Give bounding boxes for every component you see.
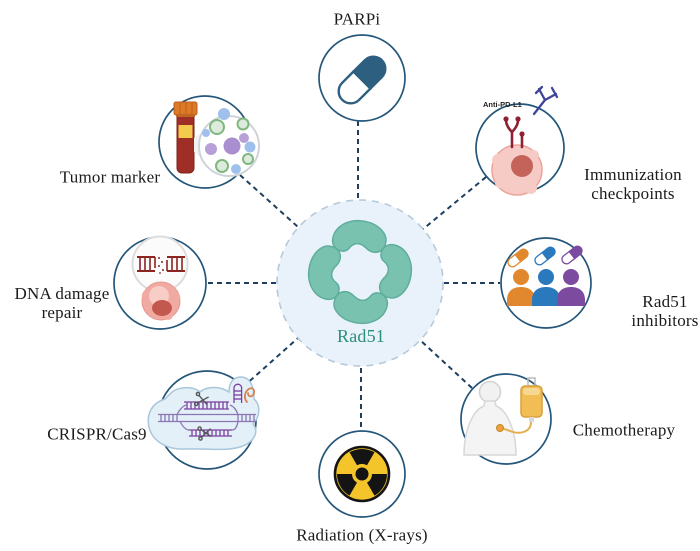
node-immunization: Anti-PD-L1 — [475, 85, 565, 196]
connector-tumor-marker — [239, 174, 299, 228]
label-rad51-inhibitors: Rad51 inhibitors — [631, 291, 699, 330]
iv-infusion-icon — [463, 377, 543, 456]
label-parpi: PARPi — [333, 9, 381, 29]
label-crispr: CRISPR/Cas9 — [47, 424, 147, 444]
patients-pills-icon — [507, 245, 585, 306]
radiation-hazard-icon — [333, 445, 391, 503]
blood-tube-cells-icon — [173, 101, 260, 177]
node-rad51-inhibitors — [500, 237, 592, 329]
node-tumor-marker — [158, 95, 260, 189]
center-circle — [276, 199, 444, 367]
label-rad51-center: Rad51 — [337, 325, 385, 346]
crispr-cas9-icon — [147, 376, 260, 451]
capsule-icon — [337, 55, 387, 105]
node-radiation — [318, 430, 406, 518]
label-dna-repair: DNA damage repair — [14, 283, 110, 322]
dna-break-icon — [131, 235, 189, 321]
connector-crispr — [242, 337, 299, 388]
connector-immunization — [421, 176, 487, 231]
anti-pd-l1-antibody-icon: Anti-PD-L1 — [483, 85, 559, 196]
connector-chemotherapy — [419, 339, 473, 389]
label-tumor-marker: Tumor marker — [59, 167, 161, 187]
connector-lines — [208, 121, 500, 430]
scissors-icon — [193, 391, 212, 441]
node-crispr — [147, 370, 260, 470]
center-hub — [276, 199, 444, 367]
node-parpi — [318, 34, 406, 122]
node-dna-repair — [113, 235, 207, 330]
label-radiation: Radiation (X-rays) — [296, 525, 428, 545]
label-chemotherapy: Chemotherapy — [572, 420, 676, 440]
anti-pd-l1-label: Anti-PD-L1 — [483, 100, 522, 109]
node-chemotherapy — [460, 373, 552, 465]
label-immunization: Immunization checkpoints — [584, 164, 682, 203]
